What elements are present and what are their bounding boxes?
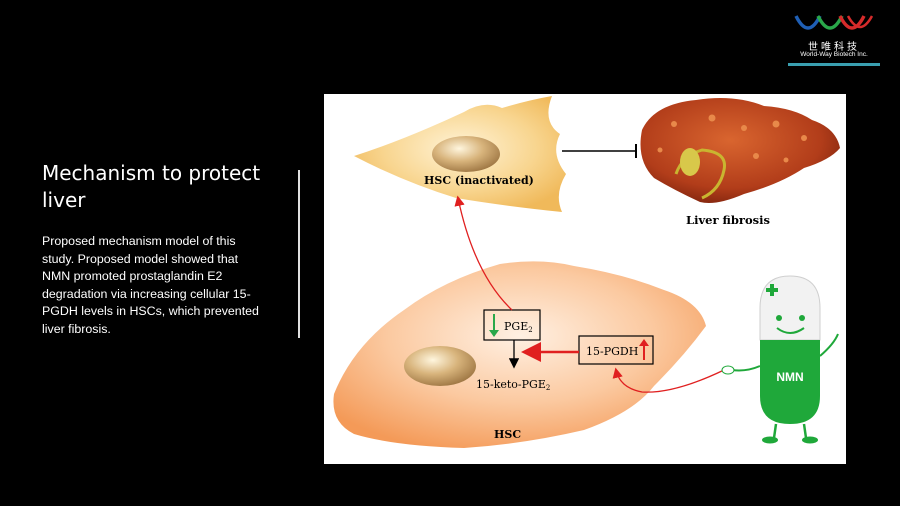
down-arrow-head bbox=[489, 330, 499, 337]
capsule-foot-right bbox=[802, 436, 818, 444]
logo-arc-red-inner bbox=[846, 15, 874, 29]
liver-spot bbox=[753, 153, 759, 159]
capsule-arm-left bbox=[731, 365, 761, 372]
pgdh-label: 15-PGDH bbox=[586, 345, 638, 358]
capsule-leg-right bbox=[802, 423, 808, 439]
activated-hsc-nucleus bbox=[404, 346, 476, 386]
mechanism-diagram: HSC (inactivated) Liver fibrosis HSC bbox=[324, 94, 846, 464]
nmn-effect-arrow bbox=[612, 367, 725, 393]
activated-hsc-label: HSC bbox=[494, 428, 521, 441]
logo-arc-blue bbox=[794, 15, 822, 30]
inactivated-hsc-nucleus bbox=[432, 136, 500, 172]
inactivation-arrow bbox=[454, 195, 513, 311]
activated-hsc-cell bbox=[333, 261, 706, 448]
logo-chinese-text: 世唯科技 bbox=[808, 42, 860, 53]
liver-spot bbox=[708, 114, 716, 122]
pgdh-box bbox=[578, 335, 654, 365]
nmn-capsule-character: NMN bbox=[721, 275, 839, 444]
company-logo: 世唯科技 World-Way Biotech Inc. bbox=[788, 12, 880, 70]
capsule-foot-left bbox=[762, 436, 778, 444]
capsule-smile bbox=[776, 327, 805, 334]
gallbladder bbox=[680, 148, 700, 176]
nmn-label: NMN bbox=[776, 370, 803, 384]
logo-underline bbox=[788, 63, 880, 66]
liver-image bbox=[640, 98, 840, 203]
up-arrow-head bbox=[639, 339, 649, 346]
liver-spot bbox=[801, 135, 807, 141]
liver-fibrosis-label: Liver fibrosis bbox=[686, 213, 770, 227]
keto-pge2-label: 15-keto-PGE2 bbox=[476, 378, 550, 392]
capsule-hand-left bbox=[721, 365, 735, 375]
vertical-divider bbox=[298, 170, 300, 338]
liver-spot bbox=[671, 121, 677, 127]
liver-spot bbox=[772, 120, 780, 128]
capsule-eye-right bbox=[799, 315, 805, 321]
logo-english-text: World-Way Biotech Inc. bbox=[800, 51, 868, 58]
pge2-label: PGE2 bbox=[504, 320, 533, 334]
logo-arcs-icon bbox=[794, 15, 874, 30]
capsule-arm-right bbox=[819, 333, 839, 357]
liver-spot bbox=[783, 157, 789, 163]
inactivated-hsc-label: HSC (inactivated) bbox=[424, 174, 534, 187]
liver-spot bbox=[657, 147, 663, 153]
slide-body-text: Proposed mechanism model of this study. … bbox=[42, 234, 259, 336]
capsule-bottom bbox=[760, 340, 820, 424]
diagram-canvas: HSC (inactivated) Liver fibrosis HSC bbox=[333, 96, 840, 448]
slide-title: Mechanism to protect liver bbox=[42, 161, 261, 212]
capsule-eye-left bbox=[776, 315, 782, 321]
liver-spot bbox=[741, 125, 747, 131]
capsule-leg-left bbox=[772, 423, 778, 439]
capsule-top bbox=[759, 275, 821, 341]
plus-cross-bar bbox=[766, 288, 778, 292]
logo-arc-green bbox=[816, 15, 844, 30]
logo-arc-red bbox=[838, 15, 866, 30]
